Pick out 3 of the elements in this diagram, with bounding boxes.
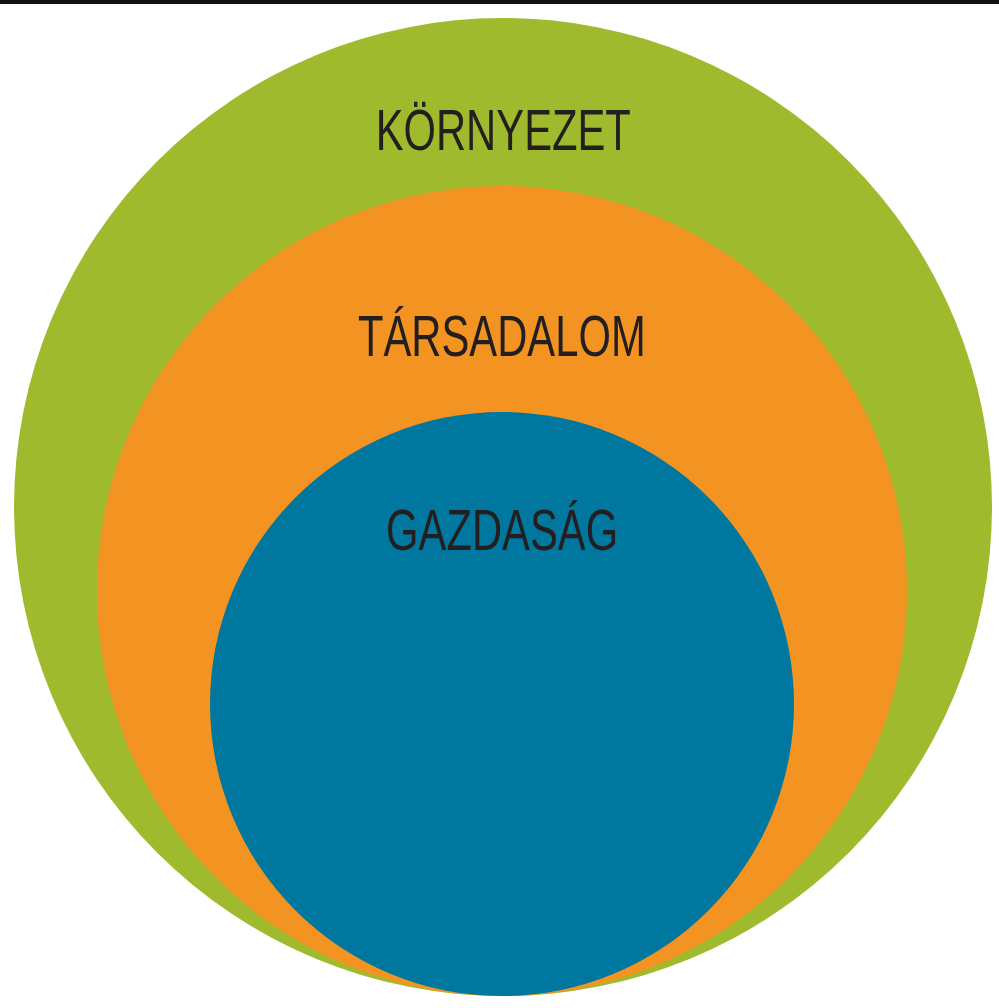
region-label: KÖRNYEZET: [375, 101, 631, 159]
region-label: GAZDASÁG: [385, 501, 618, 559]
region-label: TÁRSADALOM: [358, 307, 646, 365]
